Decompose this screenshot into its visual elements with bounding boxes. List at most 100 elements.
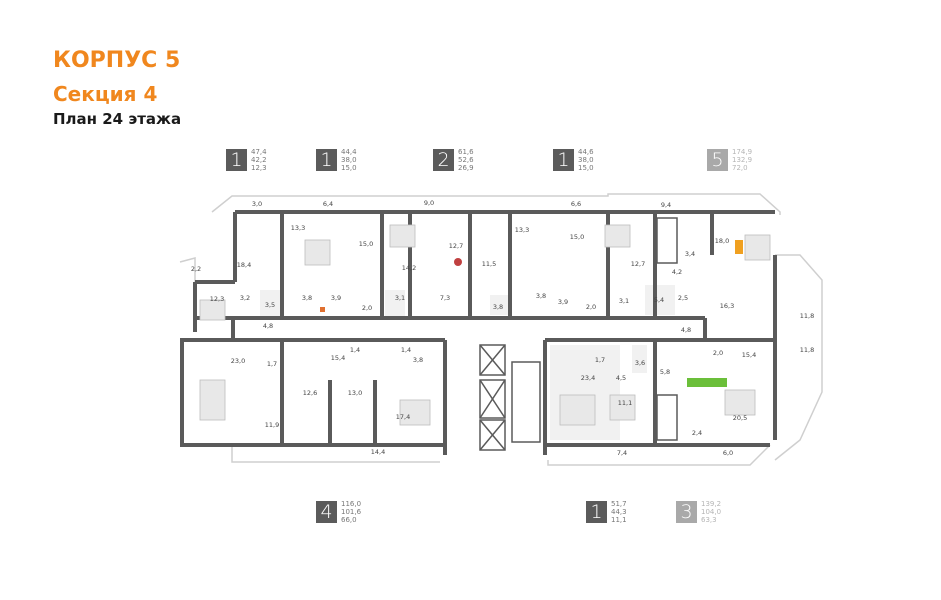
room-area-label: 12,3 xyxy=(210,295,224,303)
room-area-label: 23,0 xyxy=(231,357,245,365)
room-area-label: 13,3 xyxy=(515,226,529,234)
room-area-label: 3,8 xyxy=(493,303,503,311)
room-area-label: 4,2 xyxy=(672,268,682,276)
room-count: 1 xyxy=(316,149,337,171)
floor-title: План 24 этажа xyxy=(53,110,182,128)
room-area-label: 11,8 xyxy=(800,312,814,320)
room-area-label: 18,4 xyxy=(237,261,251,269)
area-value: 66,0 xyxy=(341,516,357,524)
room-area-label: 3,9 xyxy=(558,298,568,306)
room-count: 2 xyxy=(433,149,454,171)
area-value: 47,4 xyxy=(251,148,267,156)
room-area-label: 12,6 xyxy=(303,389,317,397)
elevators-stairs xyxy=(479,217,678,451)
room-area-label: 11,1 xyxy=(618,399,632,407)
area-value: 38,0 xyxy=(341,156,357,164)
building-title: КОРПУС 5 xyxy=(53,48,181,73)
room-area-label: 15,0 xyxy=(570,233,584,241)
room-area-label: 3,5 xyxy=(265,301,275,309)
room-area-label: 7,4 xyxy=(617,449,627,457)
room-count: 5 xyxy=(707,149,728,171)
room-area-label: 3,6 xyxy=(635,359,645,367)
room-area-label: 2,4 xyxy=(692,429,702,437)
room-area-label: 2,2 xyxy=(191,265,201,273)
room-area-label: 13,0 xyxy=(348,389,362,397)
furniture xyxy=(199,224,771,426)
area-value: 116,0 xyxy=(341,500,362,508)
room-area-label: 4,8 xyxy=(681,326,691,334)
area-value: 44,3 xyxy=(611,508,627,516)
room-area-label: 1,4 xyxy=(350,346,360,354)
area-value: 15,0 xyxy=(341,164,357,172)
room-area-label: 1,4 xyxy=(401,346,411,354)
room-area-label: 18,0 xyxy=(715,237,729,245)
room-area-label: 2,0 xyxy=(586,303,596,311)
area-value: 63,3 xyxy=(701,516,717,524)
area-value: 139,2 xyxy=(701,500,722,508)
room-area-label: 16,3 xyxy=(720,302,734,310)
area-value: 101,6 xyxy=(341,508,362,516)
room-area-label: 13,3 xyxy=(291,224,305,232)
room-area-label: 3,8 xyxy=(536,292,546,300)
area-value: 52,6 xyxy=(458,156,474,164)
room-area-label: 15,4 xyxy=(742,351,756,359)
room-area-label: 3,1 xyxy=(619,297,629,305)
room-count: 1 xyxy=(226,149,247,171)
room-area-label: 14,2 xyxy=(402,264,416,272)
room-count: 3 xyxy=(676,501,697,523)
area-value: 15,0 xyxy=(578,164,594,172)
area-value: 51,7 xyxy=(611,500,627,508)
walls xyxy=(180,210,777,455)
room-area-label: 3,1 xyxy=(395,294,405,302)
area-value: 26,9 xyxy=(458,164,474,172)
room-area-label: 4,5 xyxy=(616,374,626,382)
room-area-label: 17,4 xyxy=(396,413,410,421)
room-area-label: 12,7 xyxy=(449,242,463,250)
room-area-label: 15,4 xyxy=(331,354,345,362)
section-title: Секция 4 xyxy=(53,82,158,106)
area-value: 44,6 xyxy=(578,148,594,156)
area-value: 61,6 xyxy=(458,148,474,156)
room-area-label: 5,8 xyxy=(660,368,670,376)
room-area-label: 4,8 xyxy=(263,322,273,330)
room-area-label: 1,7 xyxy=(267,360,277,368)
area-value: 174,9 xyxy=(732,148,753,156)
area-value: 72,0 xyxy=(732,164,748,172)
decor-accents xyxy=(320,240,743,387)
room-area-label: 5,4 xyxy=(654,296,664,304)
area-value: 12,3 xyxy=(251,164,267,172)
room-area-label: 3,9 xyxy=(331,294,341,302)
room-area-label: 1,7 xyxy=(595,356,605,364)
room-area-label: 11,5 xyxy=(482,260,496,268)
room-area-label: 11,8 xyxy=(800,346,814,354)
room-area-label: 6,4 xyxy=(323,200,333,208)
room-area-label: 3,8 xyxy=(413,356,423,364)
room-area-label: 11,9 xyxy=(265,421,279,429)
balcony-outlines xyxy=(179,193,823,466)
room-area-label: 3,2 xyxy=(240,294,250,302)
area-value: 42,2 xyxy=(251,156,267,164)
room-area-label: 15,0 xyxy=(359,240,373,248)
room-count: 4 xyxy=(316,501,337,523)
area-value: 11,1 xyxy=(611,516,627,524)
room-area-label: 2,0 xyxy=(713,349,723,357)
room-count: 1 xyxy=(586,501,607,523)
room-area-label: 6,6 xyxy=(571,200,581,208)
area-value: 132,9 xyxy=(732,156,753,164)
room-area-label: 14,4 xyxy=(371,448,385,456)
